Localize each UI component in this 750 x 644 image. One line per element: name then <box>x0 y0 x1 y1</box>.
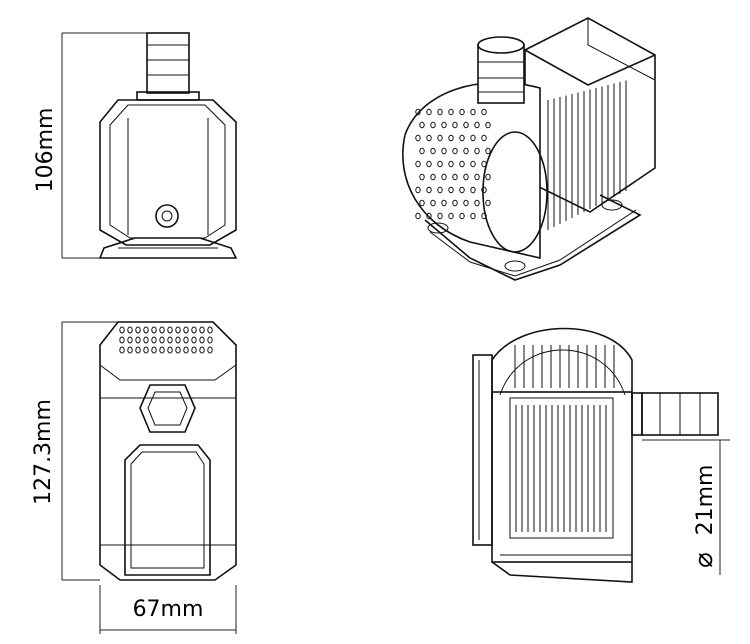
diameter-dimension-label: 21mm <box>693 465 718 536</box>
intake-holes <box>415 108 491 220</box>
diameter-symbol: ⌀ <box>689 552 719 568</box>
front-view: 106mm <box>33 32 238 259</box>
top-view: 127.3mm 67mm <box>31 321 237 634</box>
intake-holes-top <box>119 326 213 354</box>
width-dimension-label: 67mm <box>133 597 204 622</box>
isometric-view <box>402 17 656 281</box>
side-fins <box>515 405 607 532</box>
side-grille <box>547 80 627 230</box>
side-view: ⌀ 21mm <box>472 327 730 583</box>
height-dimension-label: 106mm <box>33 108 58 193</box>
length-dimension-label: 127.3mm <box>31 399 56 505</box>
top-ribs <box>514 345 615 388</box>
